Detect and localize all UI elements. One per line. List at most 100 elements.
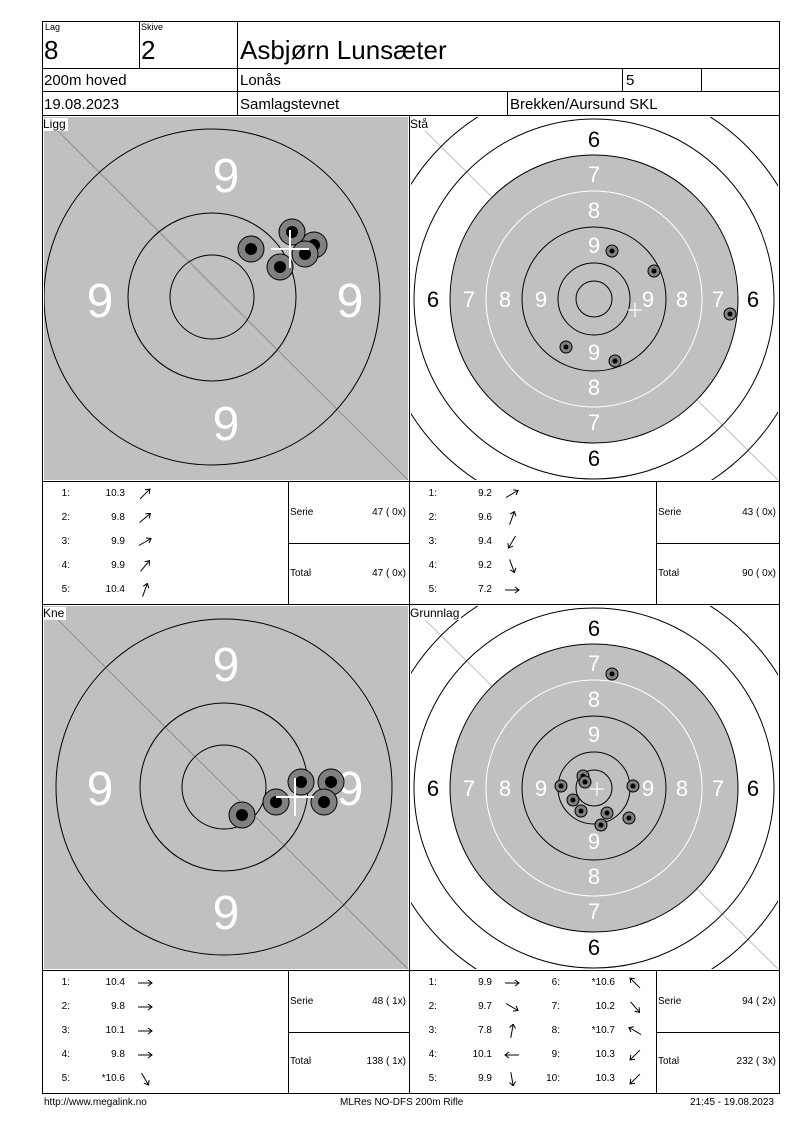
shot-number: 5: [428,1073,437,1084]
sta-ring-6-left: 6 [427,287,439,312]
shot-score: 10.4 [105,584,125,595]
shot-row: 2:9.8 [50,998,165,1016]
grunnlag-shots [554,667,640,832]
grunnlag-ring-9-top: 9 [588,722,600,747]
grunnlag-ring-8-right: 8 [676,776,688,801]
shot-score: 9.9 [478,977,492,988]
footer-url[interactable]: http://www.megalink.no [44,1097,147,1108]
grunnlag-center-cross [590,782,604,796]
direction-arrow-icon [629,977,641,989]
direction-arrow-icon [628,1026,642,1035]
grunnlag-ring-6-top: 6 [588,616,600,641]
shot-hole [287,768,315,796]
kne-target: 9 9 9 9 [44,606,408,969]
direction-arrow-icon [141,1072,150,1086]
shot-row: 1:10.4 [50,974,165,992]
direction-arrow-icon [138,1003,153,1011]
shot-score: 10.3 [595,1049,615,1060]
shot-score: 9.9 [478,1073,492,1084]
shot-score: 9.8 [111,1001,125,1012]
shot-number: 4: [61,1049,70,1060]
kne-shots [228,768,345,829]
grunnlag-ring-8-top: 8 [588,687,600,712]
shot-hole [723,307,737,321]
direction-arrow-icon [142,583,150,597]
grunnlag-ring-7-top: 7 [588,651,600,676]
event-name: Samlagstevnet [240,96,340,113]
sta-ring-7-bottom: 7 [588,410,600,435]
shot-number: 7: [551,1001,560,1012]
direction-arrow-icon [505,586,520,594]
shot-row: 5:*10.6 [50,1070,165,1088]
shot-number: 3: [428,536,437,547]
shot-number: 3: [428,1025,437,1036]
shot-number: 5: [61,584,70,595]
sta-ring-9-left: 9 [535,287,547,312]
shot-hole [566,793,580,807]
shot-row: 5: 9.9 [417,1070,532,1088]
ligg-serie-label: Serie [290,507,314,518]
shot-hole [237,235,265,263]
direction-arrow-icon [140,559,151,572]
shot-score: 10.1 [105,1025,125,1036]
ligg-total-value: 47 ( 0x) [372,568,406,579]
ligg-total-label: Total [290,568,312,579]
sta-ring-9-bottom: 9 [588,340,600,365]
club-name: Lonås [240,72,281,89]
shot-score: 7.8 [478,1025,492,1036]
ligg-ring-label-left: 9 [87,275,114,328]
program-name: 200m hoved [44,72,127,89]
lag-value: 8 [44,35,59,65]
shot-row: 1: 9.9 [417,974,532,992]
shot-row: 1:9.2 [417,485,532,503]
event-date: 19.08.2023 [44,96,120,113]
shot-number: 3: [61,1025,70,1036]
sta-ring-6-right: 6 [747,287,759,312]
shot-row: 2:9.6 [417,509,532,527]
shot-score: 9.8 [111,1049,125,1060]
shot-number: 1: [428,977,437,988]
kne-serie-label: Serie [290,996,314,1007]
shot-number: 1: [428,488,437,499]
shot-row: 2:9.7 [417,998,532,1016]
lag-label: Lag [45,22,61,32]
footer-system: MLRes NO-DFS 200m Rifle [340,1097,464,1108]
shot-row: 3:9.4 [417,533,532,551]
shot-score: 10.3 [595,1073,615,1084]
direction-arrow-icon [509,511,517,525]
grunnlag-ring-7-left: 7 [463,776,475,801]
shot-hole [554,779,568,793]
shot-hole [266,253,294,281]
direction-arrow-icon [505,1003,519,1012]
sta-ring-8-right: 8 [676,287,688,312]
shot-row: 9:10.3 [540,1046,655,1064]
sta-center-cross [628,303,642,317]
shot-hole [317,768,345,796]
direction-arrow-icon [629,1049,641,1061]
sta-serie-label: Serie [658,507,682,518]
ligg-target: 9 9 9 9 [44,117,408,480]
direction-arrow-icon [504,1051,519,1059]
grunnlag-ring-6-left: 6 [427,776,439,801]
shot-row: 8:*10.7 [540,1022,655,1040]
grunnlag-ring-8-left: 8 [499,776,511,801]
shot-hole [278,218,306,246]
skive-value: 2 [141,35,156,65]
sta-ring-8-left: 8 [499,287,511,312]
skive-label: Skive [141,22,164,32]
shot-hole [608,354,622,368]
sta-ring-6-bottom: 6 [588,446,600,471]
direction-arrow-icon [629,1073,641,1085]
direction-arrow-icon [139,512,152,523]
grunnlag-ring-9-bottom: 9 [588,829,600,854]
shot-row: 4:10.1 [417,1046,532,1064]
ligg-serie-value: 47 ( 0x) [372,507,406,518]
shot-score: 9.6 [478,512,492,523]
direction-arrow-icon [507,535,516,549]
shot-score: 10.2 [595,1001,615,1012]
shot-number: 5: [428,584,437,595]
shot-row: 1:10.3 [50,485,165,503]
shot-hole [600,806,614,820]
direction-arrow-icon [139,488,151,500]
ligg-shots [237,218,328,281]
